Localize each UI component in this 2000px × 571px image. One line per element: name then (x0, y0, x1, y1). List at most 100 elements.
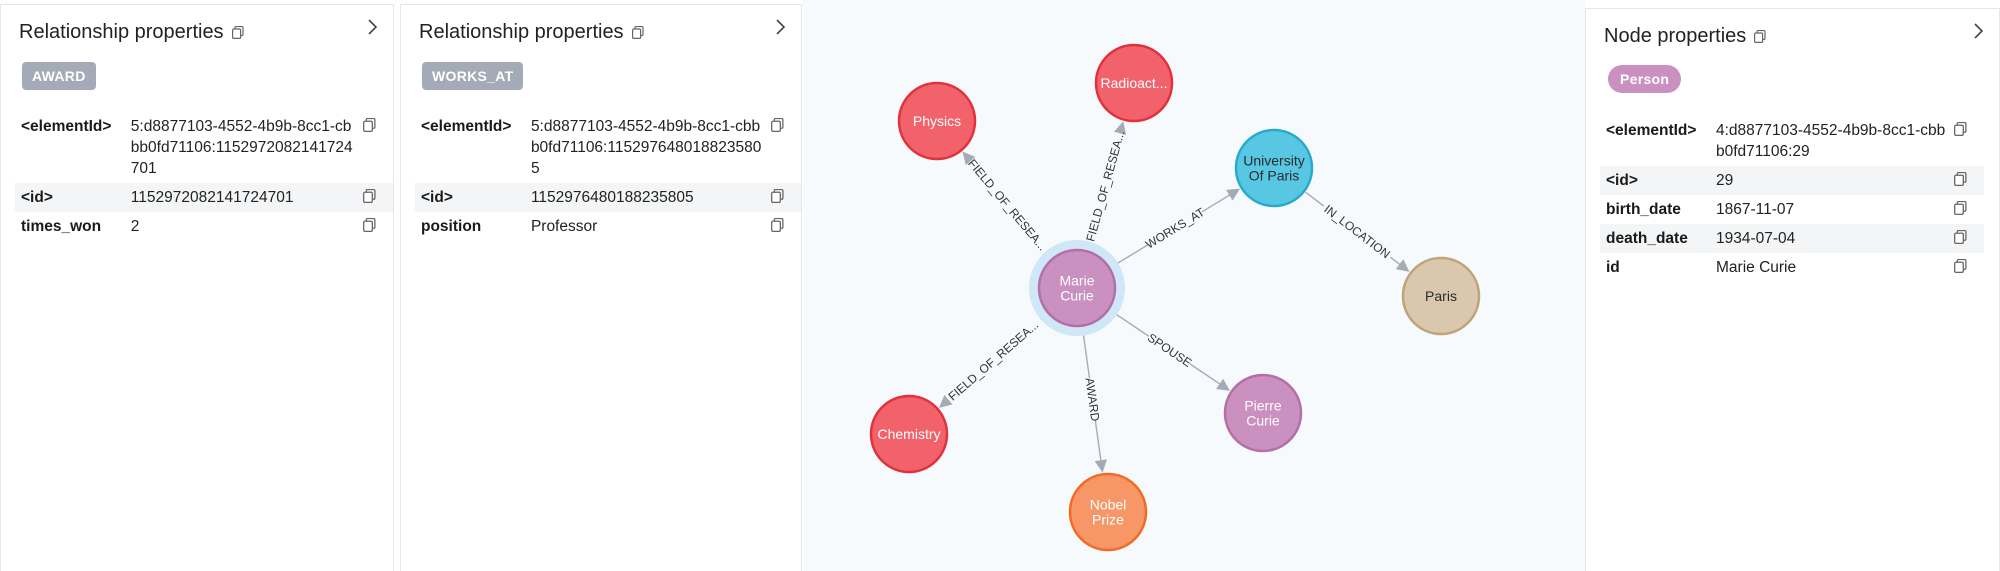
node-caption: Curie (1246, 413, 1280, 429)
edge-label: FIELD_OF_RESEA... (965, 156, 1049, 253)
edge-arrow[interactable] (938, 394, 953, 408)
property-value: 5:d8877103-4552-4b9b-8cc1-cbbb0fd71106:1… (530, 118, 762, 177)
property-value: 1152976480188235805 (524, 183, 772, 212)
panel-title-text: Relationship properties (419, 21, 624, 43)
property-key: <id> (1600, 166, 1710, 195)
property-value: 4:d8877103-4552-4b9b-8cc1-cbbb0fd71106:2… (1716, 122, 1946, 160)
copy-icon[interactable] (1954, 230, 1967, 244)
property-value: 1867-11-07 (1716, 201, 1795, 218)
copy-icon[interactable] (1954, 122, 1967, 136)
node-circle[interactable] (1068, 472, 1148, 552)
copy-icon[interactable] (1954, 201, 1967, 215)
property-key: position (421, 218, 482, 235)
copy-icon[interactable] (1954, 259, 1967, 273)
node-label-badge[interactable]: Person (1608, 65, 1682, 93)
property-value: 5:d8877103-4552-4b9b-8cc1-cbbb0fd71106:1… (130, 118, 353, 177)
property-key: <elementId> (1606, 122, 1697, 139)
property-row: <id> 29 (1600, 166, 1984, 195)
relationship-edge[interactable]: AWARD (1081, 327, 1108, 473)
copy-icon[interactable] (1754, 29, 1768, 44)
node-circle[interactable] (897, 81, 977, 161)
graph-visualization[interactable]: FIELD_OF_RESEA...FIELD_OF_RESEA...WORKS_… (803, 0, 1585, 571)
edge-label: AWARD (1082, 377, 1102, 423)
node-circle[interactable] (1234, 128, 1314, 208)
edge-arrow[interactable] (962, 151, 976, 166)
property-row: <elementId> 5:d8877103-4552-4b9b-8cc1-cb… (15, 112, 393, 183)
property-value: 1934-07-04 (1710, 224, 1954, 253)
panel-title-text: Relationship properties (19, 21, 224, 43)
relationship-edge[interactable]: FIELD_OF_RESEA... (1083, 121, 1127, 250)
property-row: <id> 1152976480188235805 (415, 183, 801, 212)
relationship-type-badge[interactable]: AWARD (22, 62, 96, 90)
copy-icon[interactable] (363, 118, 376, 132)
edge-line[interactable] (1081, 327, 1091, 379)
chevron-right-icon[interactable] (773, 17, 789, 37)
panel-title: Relationship properties (419, 21, 646, 44)
graph-canvas[interactable]: FIELD_OF_RESEA...FIELD_OF_RESEA...WORKS_… (803, 0, 1585, 571)
graph-node-radio[interactable]: Radioact... (1094, 43, 1174, 123)
edge-arrow[interactable] (1201, 188, 1241, 213)
property-key: times_won (21, 218, 102, 235)
edge-line[interactable] (1305, 191, 1325, 207)
relationship-edge[interactable]: WORKS_AT (1110, 188, 1241, 268)
property-key: <id> (15, 183, 125, 212)
copy-icon[interactable] (231, 25, 246, 40)
graph-node-physics[interactable]: Physics (897, 81, 977, 161)
relationship-edge[interactable]: FIELD_OF_RESEA... (938, 313, 1048, 408)
node-caption: Prize (1092, 512, 1124, 528)
node-caption: Marie (1059, 273, 1094, 289)
edge-arrow[interactable] (1189, 363, 1231, 391)
relationship-edge[interactable]: SPOUSE (1109, 309, 1231, 391)
node-caption: Chemistry (877, 426, 940, 442)
node-circle[interactable] (1094, 43, 1174, 123)
graph-node-chem[interactable]: Chemistry (869, 394, 949, 474)
graph-node-paris[interactable]: Paris (1401, 256, 1481, 336)
node-caption: Curie (1060, 288, 1094, 304)
copy-icon[interactable] (771, 218, 784, 232)
properties-table: <elementId> 5:d8877103-4552-4b9b-8cc1-cb… (415, 112, 801, 241)
copy-icon[interactable] (1954, 172, 1967, 186)
node-circle[interactable] (1223, 373, 1303, 453)
property-value: 1152972082141724701 (124, 183, 364, 212)
property-row: death_date 1934-07-04 (1600, 224, 1984, 253)
property-value: 29 (1710, 166, 1954, 195)
copy-icon[interactable] (363, 189, 376, 203)
copy-icon[interactable] (363, 218, 376, 232)
relationship-type-badge[interactable]: WORKS_AT (422, 62, 524, 90)
edge-label: SPOUSE (1145, 330, 1194, 370)
node-circle[interactable] (869, 394, 949, 474)
property-key: <elementId> (421, 118, 512, 135)
panel-title: Node properties (1604, 25, 1768, 48)
node-caption: Paris (1425, 288, 1457, 304)
relationship-edge[interactable]: FIELD_OF_RESEA... (962, 151, 1052, 258)
property-key: birth_date (1606, 201, 1681, 218)
node-caption: Nobel (1090, 497, 1127, 513)
edge-arrow[interactable] (1113, 121, 1127, 136)
property-key: <id> (415, 183, 525, 212)
node-caption: University (1243, 153, 1304, 169)
properties-table: <elementId> 4:d8877103-4552-4b9b-8cc1-cb… (1600, 116, 1984, 282)
property-row: id Marie Curie (1600, 253, 1984, 282)
copy-icon[interactable] (771, 189, 784, 203)
chevron-right-icon[interactable] (1971, 21, 1987, 41)
copy-icon[interactable] (771, 118, 784, 132)
node-circle[interactable] (1401, 256, 1481, 336)
node-circle[interactable] (1037, 248, 1117, 328)
copy-icon[interactable] (631, 25, 646, 40)
panel-title: Relationship properties (19, 21, 246, 44)
relationship-edge[interactable]: IN_LOCATION (1305, 191, 1410, 272)
property-row: birth_date 1867-11-07 (1600, 195, 1984, 224)
edge-arrow[interactable] (1094, 420, 1108, 473)
chevron-right-icon[interactable] (365, 17, 381, 37)
property-row: <elementId> 5:d8877103-4552-4b9b-8cc1-cb… (415, 112, 801, 183)
edge-arrow[interactable] (1389, 256, 1410, 272)
property-value: Professor (530, 218, 598, 235)
property-value: Marie Curie (1716, 259, 1797, 276)
property-row: position Professor (415, 212, 801, 241)
node-caption: Pierre (1244, 398, 1282, 414)
property-row: times_won 2 (15, 212, 393, 241)
